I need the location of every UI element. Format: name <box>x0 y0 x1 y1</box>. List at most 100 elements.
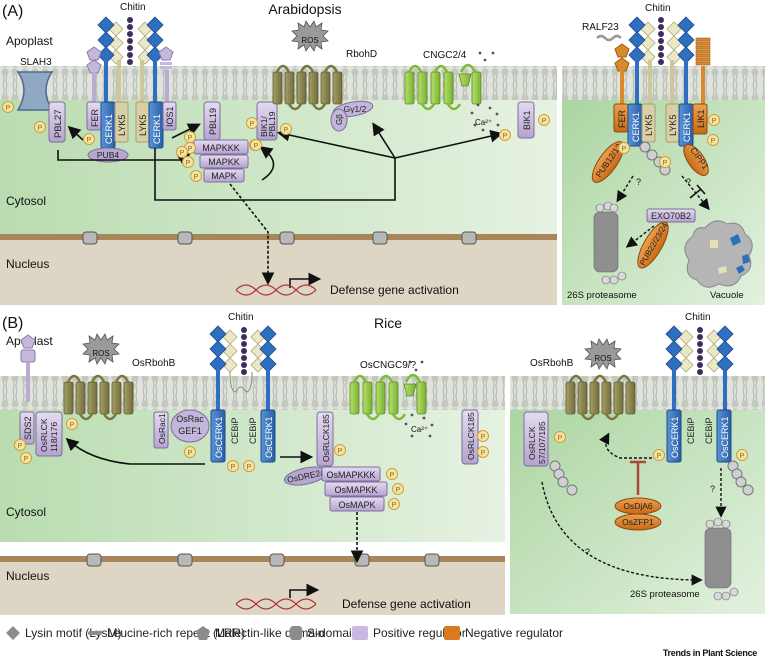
svg-text:P: P <box>503 133 508 140</box>
phospho-marker: P <box>246 117 258 129</box>
nucleus-region <box>0 240 557 305</box>
svg-text:Gβ: Gβ <box>335 114 344 125</box>
phospho-marker: P <box>708 114 720 126</box>
nuclear-envelope <box>0 234 557 240</box>
svg-text:P: P <box>663 160 668 167</box>
svg-text:P: P <box>38 125 43 132</box>
svg-text:P: P <box>396 487 401 494</box>
lik1-protein: LIK1 <box>692 103 708 135</box>
cebip-label-sub-b: CEBiP <box>704 417 714 444</box>
s-domain-icon <box>290 626 302 640</box>
phospho-marker: P <box>388 498 400 510</box>
calcium-ions-a: Ca²⁺ <box>470 51 500 132</box>
lyk5-protein-b: LYK5 <box>135 101 150 143</box>
svg-text:FER: FER <box>90 108 100 127</box>
svg-text:P: P <box>711 138 716 145</box>
svg-text:P: P <box>194 174 199 181</box>
svg-text:P: P <box>250 121 255 128</box>
ros-burst-b-sub: ROS <box>584 338 622 370</box>
svg-text:OsMAPKK: OsMAPKK <box>334 485 377 495</box>
panel-b-label: (B) <box>2 315 23 332</box>
svg-text:OsZFP1: OsZFP1 <box>622 517 654 527</box>
inhibition-exo70b2 <box>689 184 706 199</box>
oscerk1-protein-sub-b: OsCERK1 <box>716 409 732 463</box>
rbohd-channel <box>272 64 343 111</box>
phospho-marker: P <box>653 449 665 461</box>
phospho-marker: P <box>184 446 196 458</box>
svg-text:118/176: 118/176 <box>49 422 59 452</box>
svg-text:P: P <box>87 137 92 144</box>
mapk-cascade-a: MAPKKK MAPKK MAPK <box>193 139 249 183</box>
ralf23-label: RALF23 <box>582 22 619 33</box>
oscerk1-protein-sub-a: OsCERK1 <box>666 409 682 463</box>
svg-text:P: P <box>622 146 627 153</box>
proteasome-b <box>704 517 739 601</box>
osdja6-protein: OsDjA6 <box>614 497 662 515</box>
legend-item-negative: Negative regulator <box>444 626 563 640</box>
rbohd-label: RbohD <box>346 49 377 60</box>
pub4-protein: PUB4 <box>87 147 129 163</box>
osrac1-protein: OsRac1 <box>153 411 169 449</box>
fer-protein: FER <box>86 101 102 131</box>
osdre2a-protein: OsDRE2a <box>283 466 329 486</box>
cebip-label-a: CEBiP <box>230 417 240 444</box>
proteasome-a <box>593 201 627 285</box>
lyk5-protein-sub-a: LYK5 <box>641 103 656 143</box>
svg-text:PUB4: PUB4 <box>97 150 119 160</box>
inhibition-osdja6 <box>630 460 646 495</box>
phospho-marker: P <box>392 483 404 495</box>
svg-text:BIK1: BIK1 <box>522 110 532 130</box>
svg-text:ROS: ROS <box>92 349 109 358</box>
svg-text:PBL27: PBL27 <box>53 109 64 138</box>
svg-text:OsCERK1: OsCERK1 <box>214 416 224 458</box>
phosphorylation-markers: PPPPPPPPPPPPPPPPPPPPPPPPPPPPPPPPP <box>2 101 748 510</box>
svg-text:ROS: ROS <box>594 354 611 363</box>
svg-text:57/107/185: 57/107/185 <box>537 421 547 464</box>
svg-text:CERK1: CERK1 <box>631 112 641 142</box>
svg-text:P: P <box>180 150 185 157</box>
lrr-icon <box>88 631 102 635</box>
svg-text:P: P <box>188 146 193 153</box>
signaling-arrows-b <box>65 437 364 598</box>
ralf23-peptide <box>596 34 622 42</box>
osrlck57-protein: OsRLCK 57/107/185 <box>523 411 549 467</box>
svg-text:P: P <box>18 443 23 450</box>
pbl19-protein: PBL19 <box>203 101 221 141</box>
journal-credit: Trends in Plant Science <box>662 648 757 658</box>
phospho-marker: P <box>707 134 719 146</box>
svg-text:P: P <box>188 450 193 457</box>
cebip-label-sub-a: CEBiP <box>686 417 696 444</box>
svg-text:FER: FER <box>617 109 627 128</box>
svg-text:LYK5: LYK5 <box>138 115 148 136</box>
svg-text:P: P <box>6 105 11 112</box>
chitin-signaling-diagram: (A) Arabidopsis Apoplast Cytosol Nucleus… <box>0 0 765 615</box>
chitin-label-a-sub: Chitin <box>645 3 671 14</box>
rice-chitin-receptor-sub <box>665 325 734 410</box>
phospho-marker: P <box>499 129 511 141</box>
panel-a-title: Arabidopsis <box>268 1 341 17</box>
svg-text:P: P <box>542 118 547 125</box>
phospho-marker: P <box>334 444 346 456</box>
oszfp1-protein: OsZFP1 <box>614 513 662 531</box>
osrbohb-label: OsRbohB <box>132 358 176 369</box>
chitin-label-a: Chitin <box>120 2 146 13</box>
svg-text:P: P <box>231 464 236 471</box>
svg-text:MAPKKK: MAPKKK <box>202 143 240 153</box>
phospho-marker: P <box>66 418 78 430</box>
apoplast-label: Apoplast <box>6 34 53 48</box>
phospho-marker: P <box>227 460 239 472</box>
panel-a: (A) Arabidopsis Apoplast Cytosol Nucleus… <box>0 0 557 305</box>
proteasome-label-a: 26S proteasome <box>567 290 637 301</box>
svg-text:P: P <box>254 143 259 150</box>
osracgef1-protein: OsRac GEF1 <box>170 409 210 443</box>
svg-text:P: P <box>392 502 397 509</box>
svg-text:CERK1: CERK1 <box>104 114 114 144</box>
lyk5-protein-a: LYK5 <box>114 101 129 143</box>
svg-text:LYK5: LYK5 <box>644 115 654 136</box>
phospho-marker: P <box>182 156 194 168</box>
unknown-step-1: ? <box>636 177 641 187</box>
phospho-marker: P <box>184 131 196 143</box>
svg-text:OsCERK1: OsCERK1 <box>670 416 680 458</box>
svg-text:OsRLCK185: OsRLCK185 <box>321 414 331 462</box>
svg-text:P: P <box>188 135 193 142</box>
